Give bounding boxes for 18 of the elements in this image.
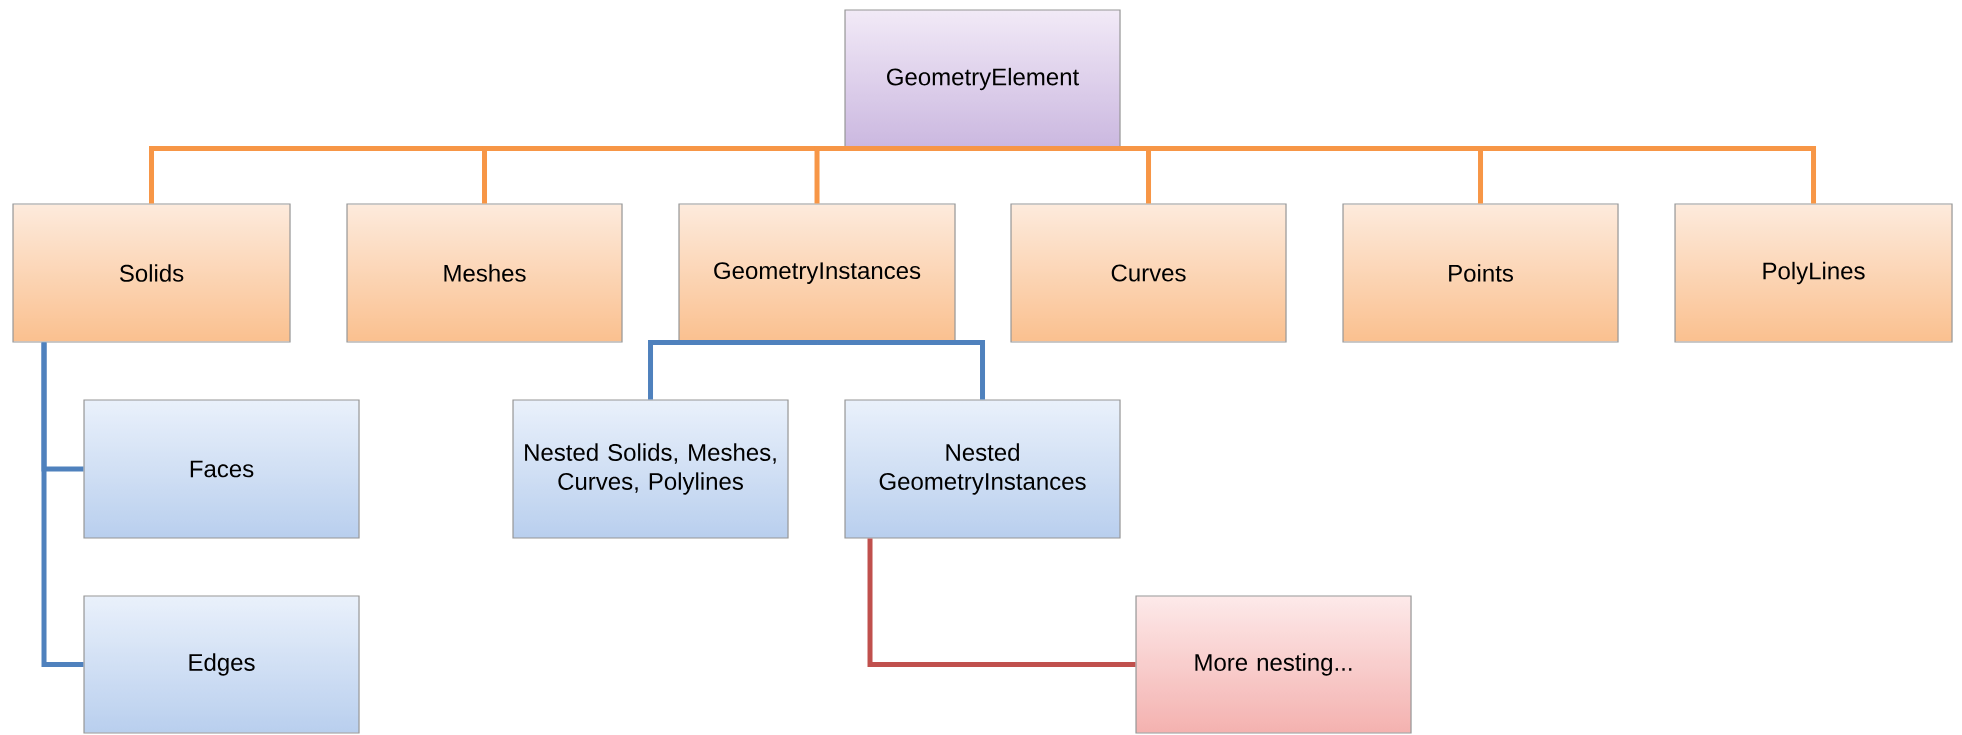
box: More nesting...: [1135, 595, 1412, 734]
box: GeometryInstances: [678, 203, 956, 343]
connector-line: [648, 340, 817, 400]
box: Nested GeometryInstances: [844, 399, 1121, 539]
box: Nested Solids, Meshes, Curves, Polylines: [512, 399, 789, 539]
connector-line: [817, 340, 985, 400]
connector-line: [982, 146, 1816, 204]
box: Points: [1342, 203, 1619, 343]
box: Solids: [12, 203, 291, 343]
box: PolyLines: [1674, 203, 1953, 343]
box: Edges: [83, 595, 360, 734]
connector-line: [41, 342, 84, 667]
connector-line: [867, 538, 1136, 667]
connector-line: [814, 146, 983, 204]
box: Meshes: [346, 203, 623, 343]
box: Faces: [83, 399, 360, 539]
box: Curves: [1010, 203, 1287, 343]
box: GeometryElement: [844, 9, 1121, 149]
